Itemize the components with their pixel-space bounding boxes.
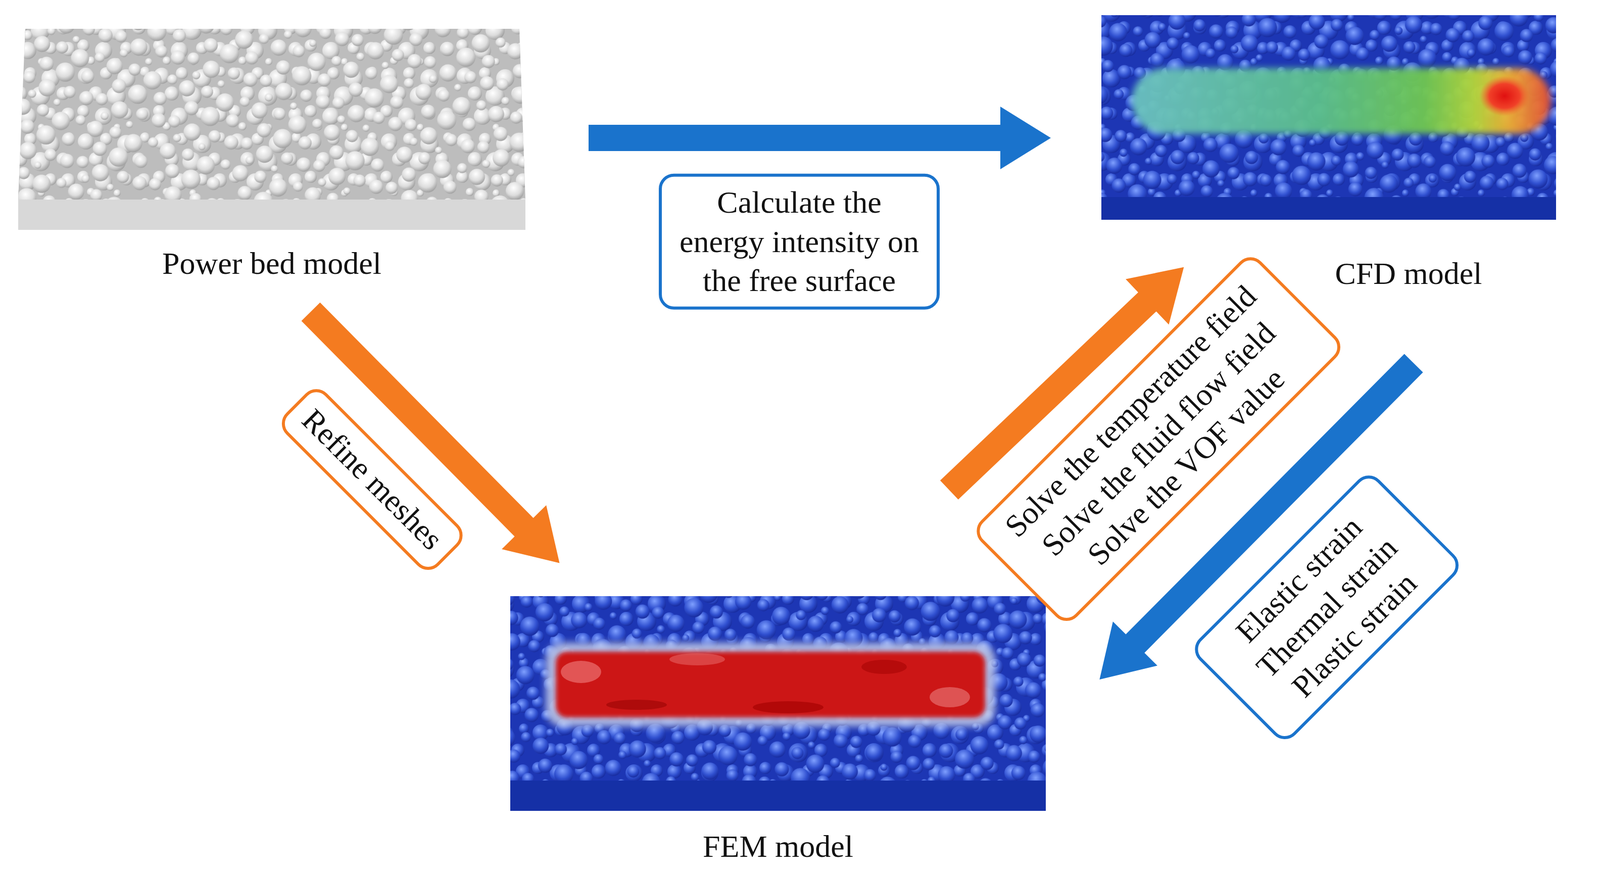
bed-front: [18, 199, 526, 230]
model-caption: FEM model: [702, 829, 854, 864]
model-caption: Power bed model: [162, 246, 382, 281]
cfd-top: [1101, 15, 1557, 198]
edge-label-box: Calculate the energy intensity on the fr…: [658, 173, 940, 310]
stress-patch: [606, 699, 667, 710]
fem-particles: [510, 596, 1046, 781]
model-picture: FEM model: [510, 596, 1046, 811]
bed-top: [18, 28, 526, 200]
edge-label-box: Elastic strain Thermal strain Plastic st…: [1188, 469, 1465, 746]
model-picture: CFD model: [1101, 15, 1557, 220]
connector-arrow: [588, 106, 1051, 170]
melt-track: [1131, 68, 1551, 134]
stress-band: [555, 651, 986, 718]
stress-patch: [861, 659, 907, 674]
cfd-particles: [1101, 15, 1557, 198]
hot-spot: [1479, 75, 1530, 117]
edge-label: Elastic strain Thermal strain Plastic st…: [1229, 509, 1424, 704]
stress-halo: [545, 642, 996, 727]
edge-label: Calculate the energy intensity on the fr…: [679, 184, 919, 298]
bed-particles: [18, 28, 526, 200]
edge-label: Solve the temperature field Solve the fl…: [998, 278, 1292, 572]
powder-bed-picture: [18, 28, 526, 230]
bed-particles: [18, 28, 526, 200]
fem-top: [510, 596, 1046, 781]
cfd-front: [1101, 197, 1557, 220]
fem-front: [510, 780, 1046, 811]
fem-picture: [510, 596, 1046, 811]
cfd-picture: [1101, 15, 1557, 220]
stress-patch: [752, 701, 824, 714]
stress-patch: [560, 660, 602, 684]
fem-particles: [510, 596, 1046, 781]
model-caption: CFD model: [1334, 256, 1482, 291]
model-picture: Power bed model: [18, 28, 526, 230]
stress-patch: [929, 687, 971, 708]
stress-patch: [669, 653, 725, 666]
edge-label-box: Refine meshes: [275, 382, 469, 576]
edge-label: Refine meshes: [295, 402, 450, 557]
cfd-particles: [1101, 15, 1557, 198]
